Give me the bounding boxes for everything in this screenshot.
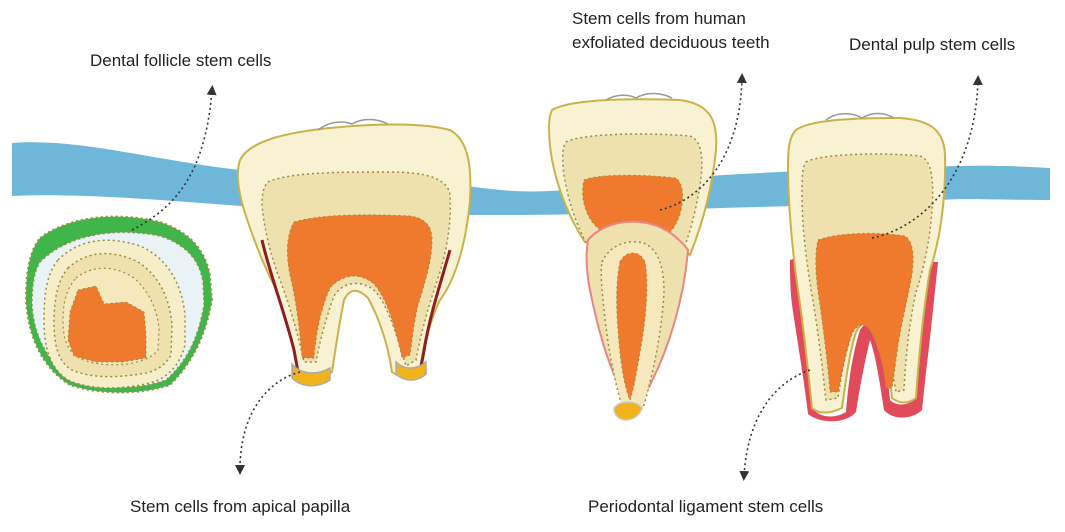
pointer-periodontal-ligament (744, 370, 810, 476)
deciduous-tooth (549, 94, 716, 421)
developing-tooth (26, 217, 212, 393)
label-shed-line-2: exfoliated deciduous teeth (572, 32, 770, 54)
label-stem-cells-from-apical-papilla: Stem cells from apical papilla (130, 496, 350, 518)
successor-papilla (614, 402, 642, 420)
pointer-apical-papilla (240, 372, 300, 470)
label-dental-follicle-stem-cells: Dental follicle stem cells (90, 50, 271, 72)
molar-apical (238, 120, 471, 386)
label-shed-line-1: Stem cells from human (572, 8, 746, 30)
molar-periodontal (788, 114, 945, 422)
label-dental-pulp-stem-cells: Dental pulp stem cells (849, 34, 1015, 56)
label-periodontal-ligament-stem-cells: Periodontal ligament stem cells (588, 496, 823, 518)
